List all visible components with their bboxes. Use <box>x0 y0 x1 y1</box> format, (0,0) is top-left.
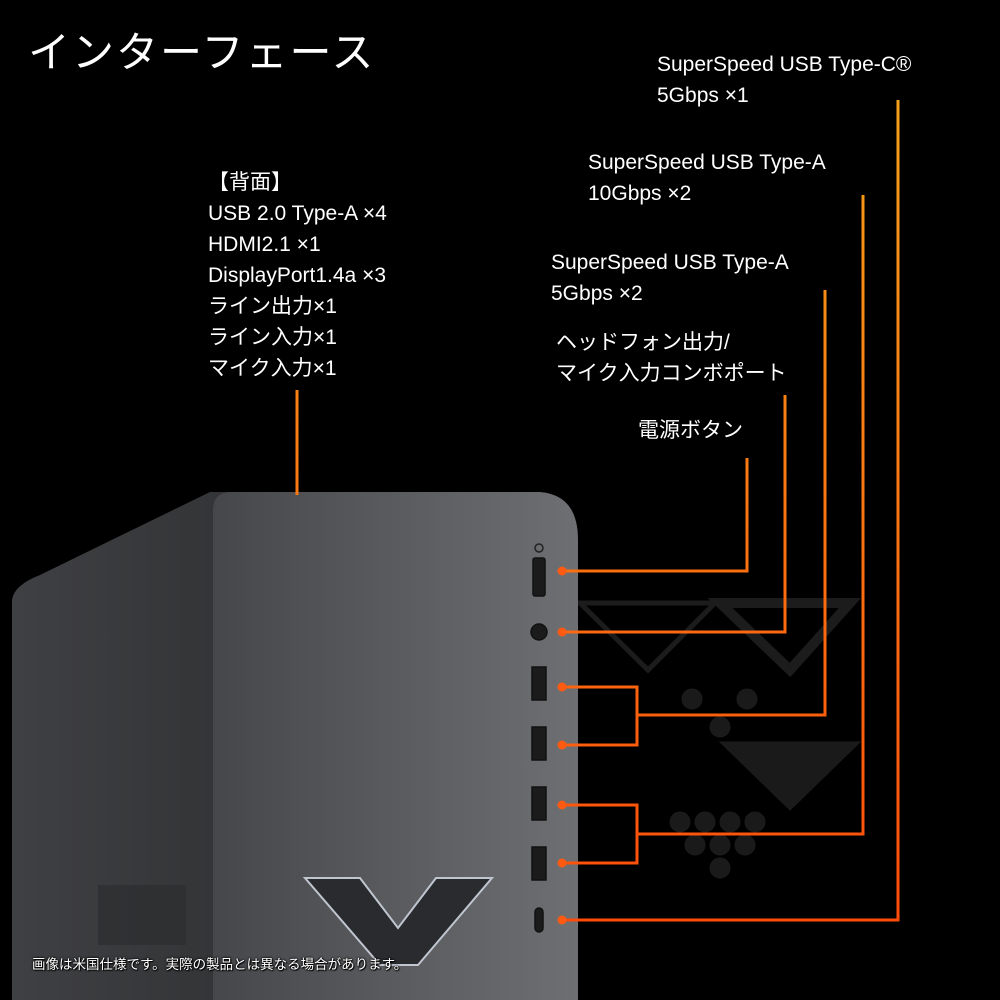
power-button <box>532 557 546 597</box>
usb-a-10g-leader-line <box>637 195 865 836</box>
leader-dots <box>557 566 567 925</box>
rear-item: USB 2.0 Type-A ×4 <box>208 202 387 225</box>
rear-item: DisplayPort1.4a ×3 <box>208 264 387 287</box>
page-title: インターフェース <box>28 29 376 76</box>
usb-a-port <box>531 726 547 761</box>
tower-front <box>213 492 578 1000</box>
leader-lines <box>295 100 900 922</box>
usb-c-label-line1: SuperSpeed USB Type-C® <box>657 53 912 76</box>
front-ports <box>530 543 548 933</box>
rear-item: ライン出力×1 <box>208 295 337 318</box>
v-logo-icon <box>302 877 495 966</box>
usb-a-5g-leader-line <box>637 290 827 717</box>
background-pattern <box>573 598 862 879</box>
power-symbol-icon <box>534 543 544 553</box>
tower-side <box>12 492 230 1000</box>
usb-c-leader-line <box>562 100 900 922</box>
headphone-leader-line <box>562 395 787 634</box>
rear-item: ライン入力×1 <box>208 326 337 349</box>
headphone-label-line1: ヘッドフォン出力/ <box>556 331 730 354</box>
headphone-jack-icon <box>530 623 548 641</box>
headphone-label-line2: マイク入力コンボポート <box>556 362 787 385</box>
usb-c-port <box>534 907 544 933</box>
usb-a-5g-label-line2: 5Gbps ×2 <box>551 282 643 305</box>
usb-a-port <box>531 846 547 881</box>
power-leader-line <box>562 458 749 573</box>
rear-heading: 【背面】 <box>208 171 292 194</box>
usb-c-label-line2: 5Gbps ×1 <box>657 84 749 107</box>
disclaimer-note: 画像は米国仕様です。実際の製品とは異なる場合があります。 <box>32 957 408 972</box>
vent-icon <box>98 885 186 945</box>
rear-item: マイク入力×1 <box>208 357 337 380</box>
rear-item: HDMI2.1 ×1 <box>208 233 321 256</box>
usb-a-5g-label-line1: SuperSpeed USB Type-A <box>551 251 789 274</box>
usb-a-10g-label-line2: 10Gbps ×2 <box>588 182 692 205</box>
usb-a-port <box>531 786 547 821</box>
power-label: 電源ボタン <box>638 419 743 442</box>
usb-a-port <box>531 666 547 701</box>
usb-a-10g-label-line1: SuperSpeed USB Type-A <box>588 151 826 174</box>
